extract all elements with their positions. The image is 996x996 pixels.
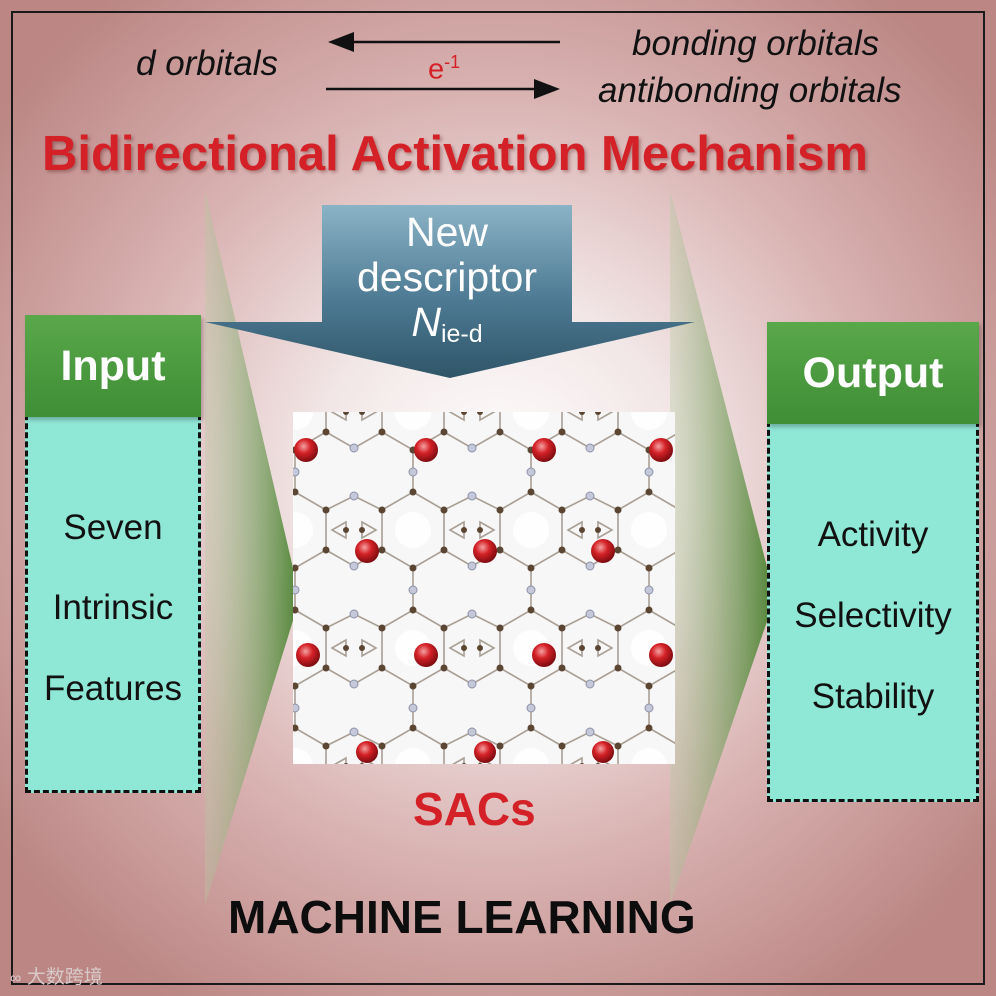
input-item: Seven xyxy=(63,508,163,547)
descriptor-subscript: ie-d xyxy=(440,320,483,348)
metal-atom xyxy=(532,438,556,462)
metal-atom xyxy=(649,643,673,667)
metal-atom xyxy=(532,643,556,667)
descriptor-arrow xyxy=(205,205,695,378)
input-heading: Input xyxy=(25,315,201,417)
machine-learning-label: MACHINE LEARNING xyxy=(228,891,696,943)
descriptor-symbol: Nie-d xyxy=(322,302,572,347)
electron-symbol: e xyxy=(428,53,445,86)
metal-atoms xyxy=(294,438,673,763)
metal-atom xyxy=(356,741,378,763)
input-item: Features xyxy=(43,669,183,708)
output-item: Stability xyxy=(811,677,935,716)
electron-superscript: -1 xyxy=(444,52,461,72)
input-item: Intrinsic xyxy=(52,588,174,627)
metal-atom xyxy=(355,539,379,563)
frame-border xyxy=(11,11,985,985)
metal-atom xyxy=(591,539,615,563)
descriptor-line1: New xyxy=(405,209,489,255)
diagram-title: Bidirectional Activation Mechanism xyxy=(42,127,868,181)
antibonding-orbitals-label: antibonding orbitals xyxy=(598,71,902,110)
watermark-icon: ∞ xyxy=(10,970,22,987)
descriptor-n: N xyxy=(411,299,441,345)
electron-label: e-1 xyxy=(428,52,460,87)
descriptor-line2: descriptor xyxy=(356,254,537,300)
right-arrowhead xyxy=(534,79,560,99)
watermark-text: 大数跨境 xyxy=(26,967,103,988)
left-flow-chevron xyxy=(205,190,300,905)
sacs-label: SACs xyxy=(413,783,536,835)
output-item: Activity xyxy=(817,515,929,554)
metal-atom xyxy=(473,539,497,563)
sac-lattice xyxy=(293,412,675,764)
output-item: Selectivity xyxy=(794,596,952,635)
output-box: Activity Selectivity Stability xyxy=(767,412,979,802)
metal-atom xyxy=(474,741,496,763)
metal-atom xyxy=(294,438,318,462)
right-flow-chevron xyxy=(670,190,775,905)
left-arrowhead xyxy=(328,32,354,52)
input-box: Seven Intrinsic Features xyxy=(25,405,201,793)
metal-atom xyxy=(649,438,673,462)
metal-atom xyxy=(414,438,438,462)
d-orbitals-label: d orbitals xyxy=(136,44,279,83)
bonding-orbitals-label: bonding orbitals xyxy=(632,24,880,63)
metal-atom xyxy=(296,643,320,667)
metal-atom xyxy=(414,643,438,667)
watermark: ∞ 大数跨境 xyxy=(10,962,103,989)
output-heading: Output xyxy=(767,322,979,424)
metal-atom xyxy=(592,741,614,763)
